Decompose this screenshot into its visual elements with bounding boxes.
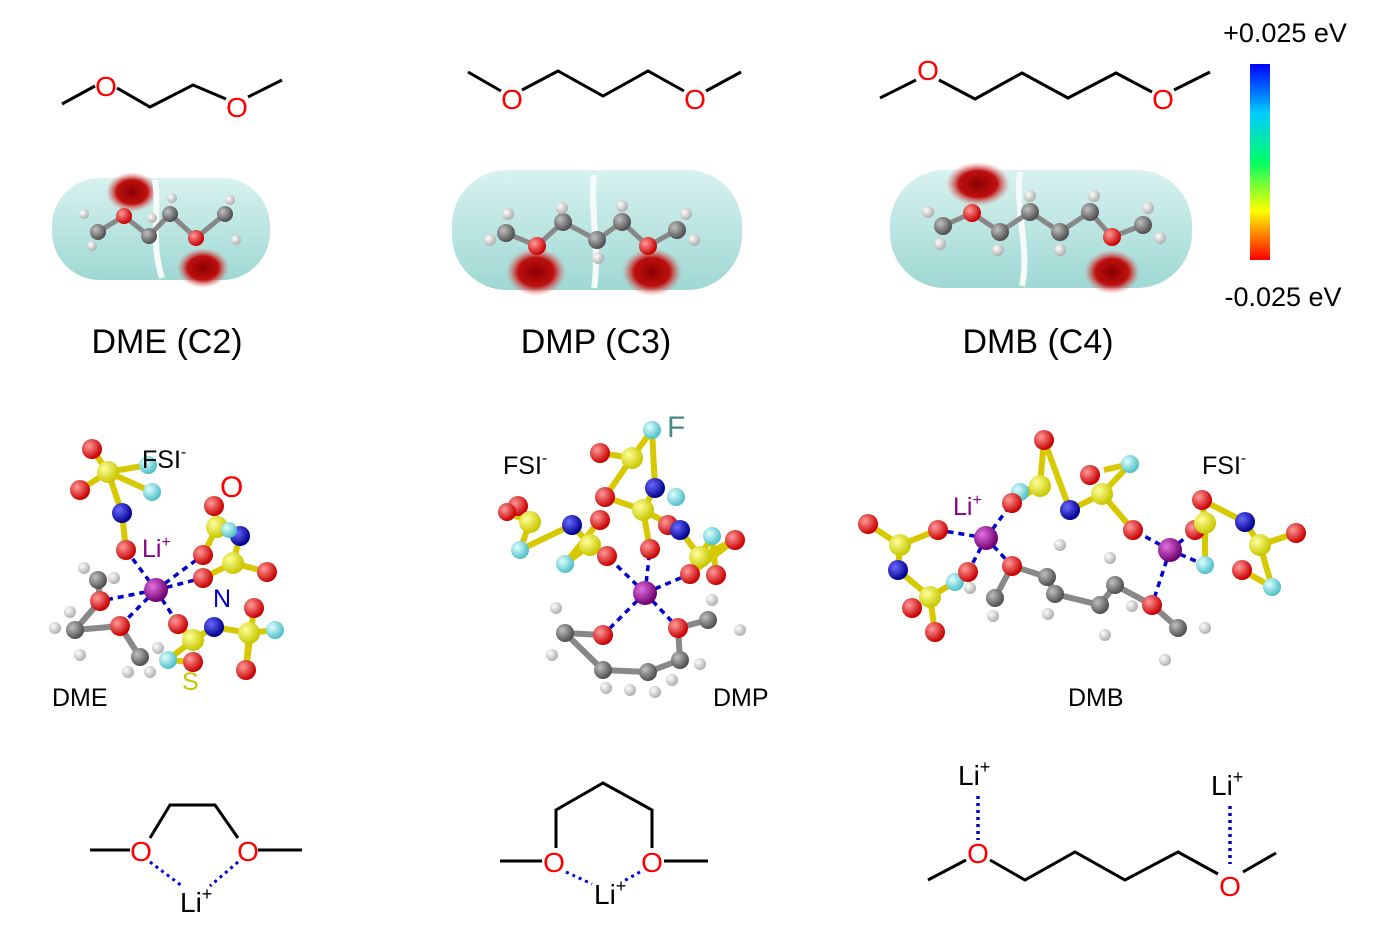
dmb-solvation-cluster [858, 430, 1306, 666]
fsi-label: FSI- [503, 450, 547, 480]
dmb-cluster-label: DMB [1068, 684, 1124, 712]
oxygen-label: O [95, 71, 117, 102]
dmp-skeletal-formula [467, 69, 742, 98]
oxygen-label: O [220, 471, 243, 504]
row1-oxygen-labels: O O O O O O [95, 55, 1174, 123]
oxygen-label: O [543, 847, 565, 878]
lithium-ion-label: Li+ [958, 757, 990, 791]
colorbar-max-label: +0.025 eV [1223, 18, 1347, 48]
dmb-cluster-labels: Li+ FSI- DMB [953, 450, 1246, 712]
dmp-cluster-labels: FSI- F DMP [503, 411, 769, 712]
oxygen-label: O [237, 836, 259, 867]
sulfur-label: S [182, 668, 199, 696]
oxygen-label: O [917, 55, 939, 86]
lithium-ion-label: Li+ [180, 884, 212, 918]
dmp-solvation-cluster [498, 421, 746, 698]
dmb-skeletal-formula [879, 70, 1211, 101]
oxygen-label: O [1152, 84, 1174, 115]
fsi-label: FSI- [142, 444, 186, 474]
dmp-esp-surface [452, 170, 742, 296]
oxygen-label: O [641, 847, 663, 878]
oxygen-label: O [130, 836, 152, 867]
lithium-ion-label: Li+ [142, 534, 171, 563]
lithium-ion-label: Li+ [1211, 767, 1243, 801]
dmb-coordination-schematic: O O Li+ Li+ [927, 757, 1277, 902]
dme-solvation-cluster [49, 439, 284, 680]
oxygen-label: O [967, 838, 989, 869]
fluorine-label: F [667, 411, 685, 444]
dmp-coordination-schematic: O O Li+ [500, 781, 708, 910]
dme-coordination-schematic: O O Li+ [90, 803, 302, 918]
dmb-esp-surface [890, 162, 1192, 294]
oxygen-label: O [226, 92, 248, 123]
lithium-ion-label: Li+ [594, 876, 626, 910]
fsi-label: FSI- [1202, 450, 1246, 480]
esp-colorbar [1250, 64, 1270, 260]
molecule-label-dmb: DMB (C4) [962, 323, 1113, 361]
esp-atoms [79, 190, 1166, 264]
dme-esp-surface [52, 172, 270, 288]
dmp-cluster-label: DMP [713, 684, 769, 712]
molecule-label-dme: DME (C2) [91, 323, 242, 361]
dme-cluster-labels: FSI- O Li+ N S DME [52, 444, 243, 712]
oxygen-label: O [501, 84, 523, 115]
dme-skeletal-formula [61, 78, 283, 109]
molecule-label-dmp: DMP (C3) [521, 323, 672, 361]
colorbar-min-label: -0.025 eV [1224, 282, 1341, 312]
nitrogen-label: N [213, 585, 231, 613]
lithium-ion-label: Li+ [953, 492, 982, 521]
oxygen-label: O [1219, 871, 1241, 902]
dme-cluster-label: DME [52, 684, 108, 712]
oxygen-label: O [684, 84, 706, 115]
